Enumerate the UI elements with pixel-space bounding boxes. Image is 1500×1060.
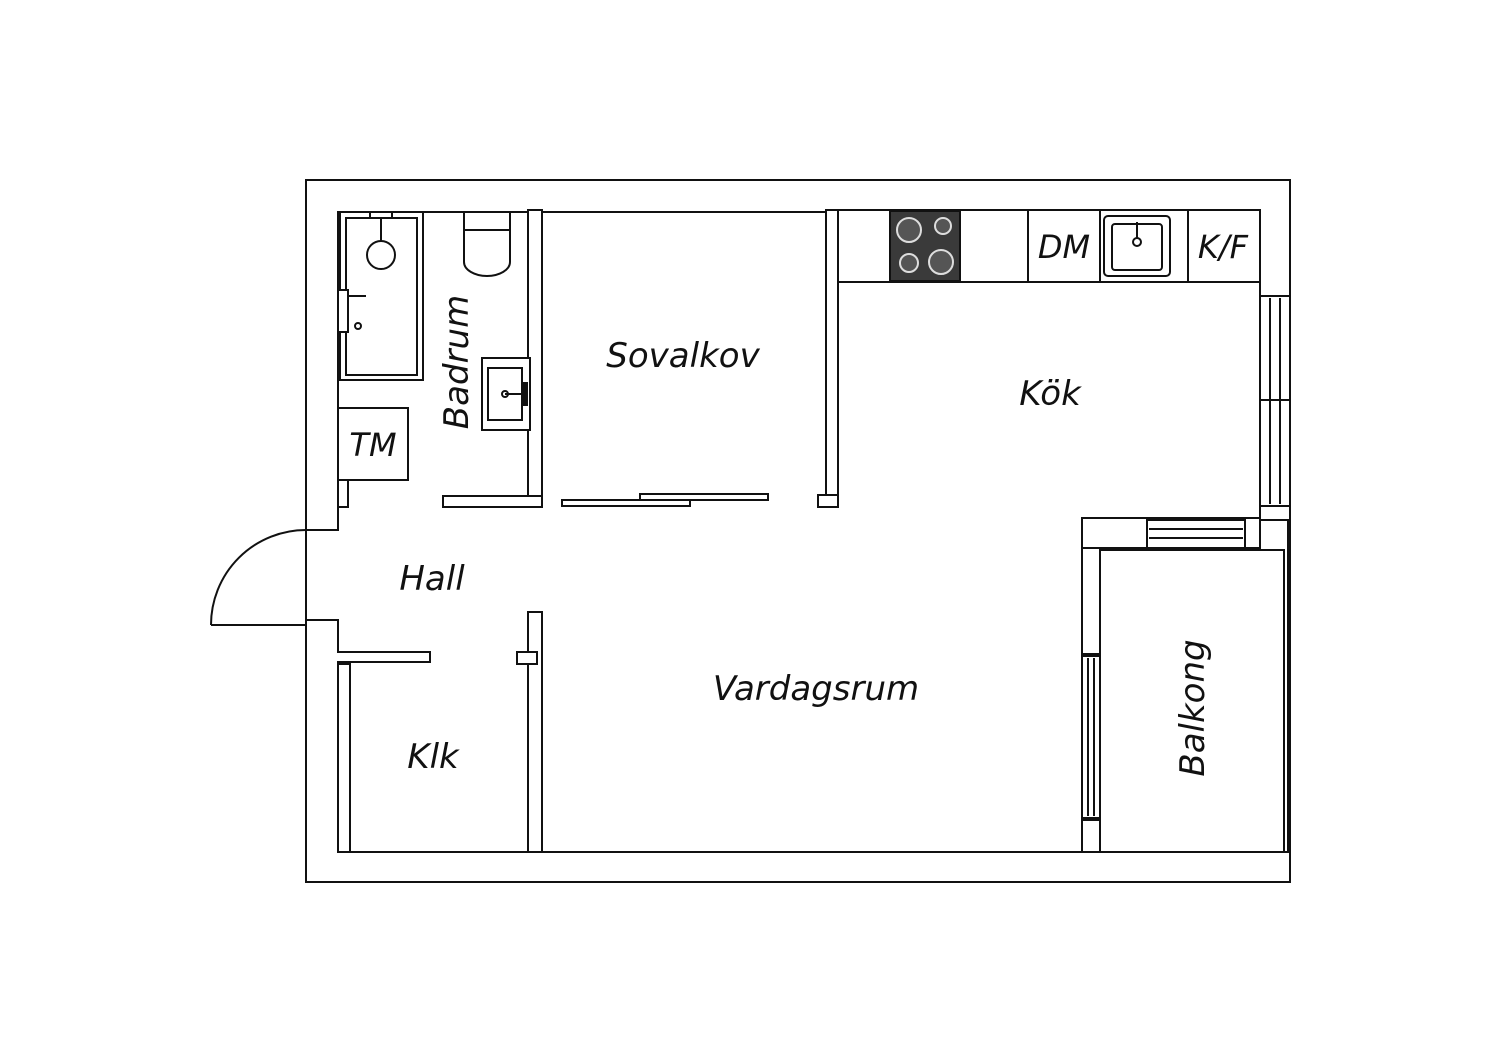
sliding-doors: [561, 493, 769, 507]
bathroom-sink: [481, 357, 531, 431]
room-label-dm: DM: [1038, 228, 1090, 266]
bathtub: [337, 211, 424, 381]
balcony-outline: [1099, 549, 1285, 853]
kitchen-sink: [1103, 215, 1171, 277]
stove: [889, 210, 961, 282]
entrance-door: [210, 529, 307, 626]
room-label-kok: Kök: [1019, 374, 1082, 414]
toilet: [463, 211, 511, 277]
room-label-tm: TM: [349, 426, 396, 464]
outer-wall: [305, 179, 1291, 883]
room-label-kf: K/F: [1198, 228, 1249, 266]
room-label-klk: Klk: [407, 737, 460, 777]
room-label-vardagsrum: Vardagsrum: [713, 669, 919, 709]
room-label-sovalkov: Sovalkov: [606, 336, 760, 376]
room-label-hall: Hall: [399, 559, 465, 599]
washing-machine: [337, 407, 409, 481]
room-label-balkong: Balkong: [1173, 639, 1213, 776]
room-label-badrum: Badrum: [437, 295, 477, 429]
windows: [1081, 295, 1291, 819]
